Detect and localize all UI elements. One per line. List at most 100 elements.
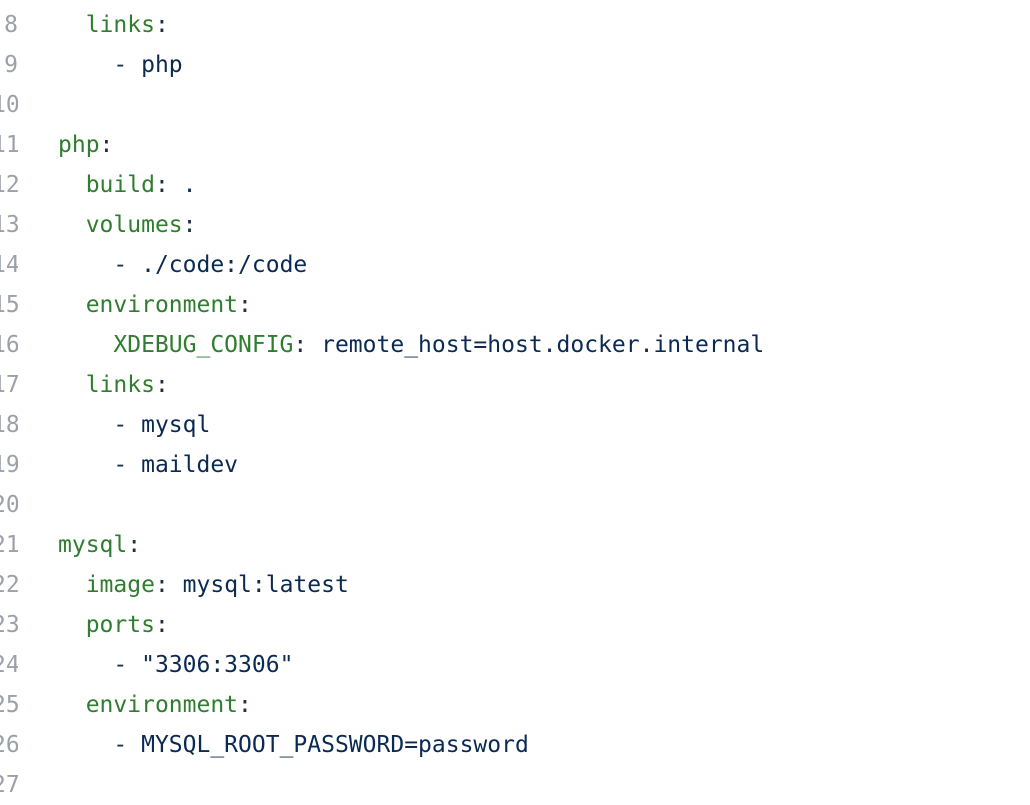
indent [58,372,86,398]
line-number: 22 [0,572,18,598]
yaml-key: environment [85,292,239,318]
line-number: 12 [0,172,18,198]
line-number: 23 [0,612,18,638]
yaml-value: MYSQL_ROOT_PASSWORD=password [141,732,529,758]
code-text: environment: [58,285,252,325]
code-line[interactable]: 11 php: [0,125,1030,165]
yaml-value: . [182,172,197,198]
code-line[interactable]: 23 ports: [0,605,1030,645]
code-line[interactable]: 20 [0,485,1030,525]
code-text: php: [58,125,113,165]
indent [58,292,86,318]
indent [58,172,86,198]
line-number: 27 [0,772,18,798]
list-dash: - [113,452,142,478]
code-line[interactable]: 8 links: [0,5,1030,45]
yaml-value: maildev [141,452,239,478]
yaml-colon: : [154,572,183,598]
yaml-key: XDEBUG_CONFIG [113,332,294,358]
indent [58,332,113,358]
indent [58,692,86,718]
code-line[interactable]: 14 - ./code:/code [0,245,1030,285]
code-line[interactable]: 22 image: mysql:latest [0,565,1030,605]
yaml-key: environment [85,692,239,718]
code-line[interactable]: 18 - mysql [0,405,1030,445]
yaml-colon: : [182,212,197,238]
yaml-colon: : [154,612,169,638]
yaml-key: build [85,172,155,198]
yaml-colon: : [238,692,252,718]
code-text: - mysql [58,405,210,445]
indent [58,572,86,598]
indent [58,252,113,278]
yaml-key: links [85,12,155,38]
code-line[interactable]: 24 - "3306:3306" [0,645,1030,685]
list-dash: - [113,732,142,758]
code-line[interactable]: 9 - php [0,45,1030,85]
yaml-colon: : [127,532,142,558]
yaml-key: image [85,572,155,598]
line-number: 10 [0,92,18,118]
code-line[interactable]: 26 - MYSQL_ROOT_PASSWORD=password [0,725,1030,765]
line-number: 17 [0,372,18,398]
code-text: - php [58,45,183,85]
code-line[interactable]: 16 XDEBUG_CONFIG: remote_host=host.docke… [0,325,1030,365]
code-line[interactable]: 17 links: [0,365,1030,405]
yaml-value: remote_host=host.docker.internal [321,332,765,358]
code-line[interactable]: 13 volumes: [0,205,1030,245]
line-number: 19 [0,452,18,478]
code-text: links: [58,5,169,45]
yaml-key: php [58,132,100,158]
yaml-value: mysql:latest [182,572,349,598]
code-view[interactable]: 8 links:9 - php1011php:12 build: .13 vol… [0,5,1030,805]
code-line[interactable]: 10 [0,85,1030,125]
line-number: 9 [4,52,18,78]
code-text: - ./code:/code [58,245,307,285]
code-text: ports: [58,605,169,645]
code-line[interactable]: 19 - maildev [0,445,1030,485]
code-line[interactable]: 15 environment: [0,285,1030,325]
yaml-colon: : [154,12,169,38]
code-text: links: [58,365,169,405]
line-number: 15 [0,292,18,318]
yaml-key: links [85,372,155,398]
indent [58,12,86,38]
yaml-colon: : [154,372,169,398]
line-number: 11 [0,132,18,158]
line-number: 13 [0,212,18,238]
code-text: mysql: [58,525,141,565]
line-number: 14 [0,252,18,278]
yaml-value: php [141,52,183,78]
indent [58,732,113,758]
line-number: 26 [0,732,18,758]
code-line[interactable]: 12 build: . [0,165,1030,205]
yaml-key: volumes [85,212,183,238]
yaml-value: "3306:3306" [141,652,294,678]
line-number: 25 [0,692,18,718]
code-line[interactable]: 25 environment: [0,685,1030,725]
code-line[interactable]: 27 [0,765,1030,805]
list-dash: - [113,652,142,678]
indent [58,612,86,638]
code-text: - "3306:3306" [58,645,293,685]
code-text: build: . [58,165,197,205]
code-text: - maildev [58,445,238,485]
code-line[interactable]: 21 mysql: [0,525,1030,565]
indent [58,52,113,78]
code-text: image: mysql:latest [58,565,349,605]
yaml-colon: : [154,172,183,198]
yaml-value: ./code:/code [141,252,308,278]
line-number: 24 [0,652,18,678]
indent [58,412,113,438]
list-dash: - [113,52,142,78]
list-dash: - [113,252,142,278]
list-dash: - [113,412,142,438]
line-number: 8 [4,12,18,38]
indent [58,212,86,238]
line-number: 18 [0,412,18,438]
yaml-key: mysql [58,532,128,558]
line-number: 20 [0,492,18,518]
line-number: 21 [0,532,18,558]
yaml-colon: : [99,132,114,158]
indent [58,652,113,678]
